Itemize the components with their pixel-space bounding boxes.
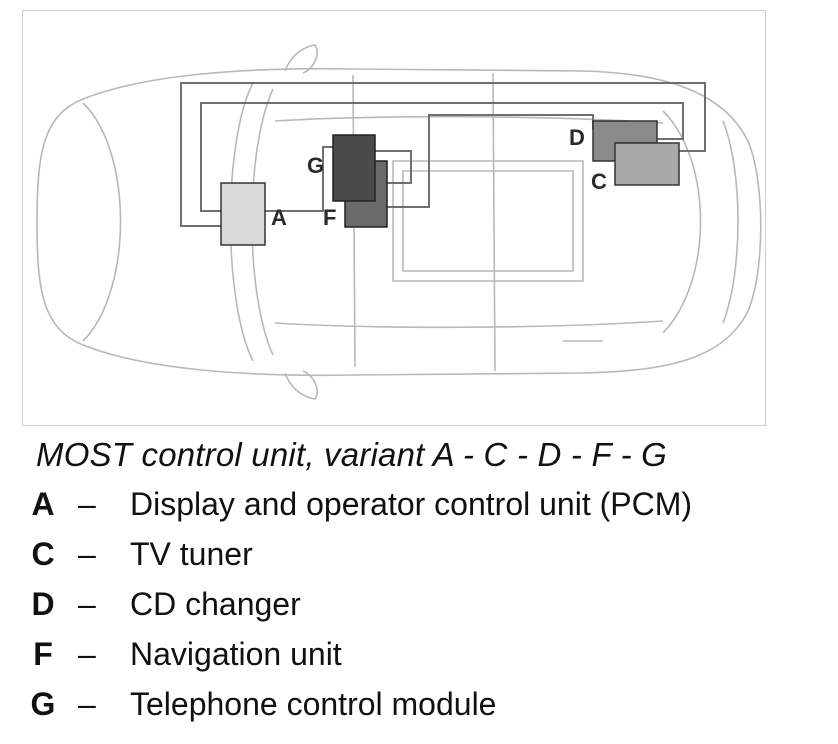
- car-diagram: A F G D C: [22, 10, 766, 426]
- legend-dash: –: [78, 486, 96, 522]
- car-outer-contour: [36, 67, 762, 377]
- legend: A – Display and operator control unit (P…: [26, 486, 826, 736]
- unit-g-box: [332, 134, 376, 202]
- legend-text: Telephone control module: [130, 686, 497, 722]
- wire-inner-loop: [200, 102, 684, 212]
- legend-key: D: [31, 586, 55, 622]
- unit-a-label: A: [271, 205, 287, 230]
- legend-dash: –: [78, 686, 96, 722]
- mirror-top: [284, 44, 318, 74]
- unit-a-box: [220, 182, 266, 246]
- legend-key: A: [31, 486, 55, 522]
- rear-door-line: [492, 72, 496, 372]
- unit-c-box: [614, 142, 680, 186]
- legend-key: C: [31, 536, 55, 572]
- legend-item: A – Display and operator control unit (P…: [26, 486, 826, 536]
- unit-d-label: D: [569, 125, 585, 150]
- most-ring-wiring: [180, 82, 706, 227]
- legend-text: Navigation unit: [130, 636, 342, 672]
- car-hood-line: [82, 102, 122, 342]
- legend-key: F: [33, 636, 53, 672]
- wire-f-to-d: [387, 114, 594, 208]
- car-body-outline: [36, 44, 762, 400]
- unit-f-label: F: [323, 205, 336, 230]
- roof-edge-bottom: [274, 320, 664, 329]
- rear-window: [662, 110, 702, 334]
- car-top-view-drawing: A F G D C: [36, 44, 762, 400]
- wire-outer-loop: [180, 82, 706, 227]
- legend-text: TV tuner: [130, 536, 253, 572]
- legend-text: CD changer: [130, 586, 301, 622]
- roof-edge-top: [274, 115, 664, 124]
- legend-dash: –: [78, 636, 96, 672]
- unit-c-label: C: [591, 169, 607, 194]
- legend-dash: –: [78, 586, 96, 622]
- wire-g-to-f: [375, 150, 412, 184]
- legend-item: G – Telephone control module: [26, 686, 826, 736]
- legend-text: Display and operator control unit (PCM): [130, 486, 693, 522]
- figure-caption: MOST control unit, variant A - C - D - F…: [36, 436, 668, 473]
- legend-dash: –: [78, 536, 96, 572]
- legend-item: F – Navigation unit: [26, 636, 826, 686]
- mirror-bottom: [284, 370, 318, 400]
- control-units: A F G D C: [220, 120, 680, 246]
- legend-item: D – CD changer: [26, 586, 826, 636]
- legend-key: G: [30, 686, 56, 722]
- wire-a-to-g: [265, 146, 333, 212]
- legend-item: C – TV tuner: [26, 536, 826, 586]
- unit-g-label: G: [307, 153, 324, 178]
- sunroof: [392, 160, 584, 282]
- rear-bumper-line: [722, 120, 739, 324]
- sunroof-inner: [402, 170, 574, 272]
